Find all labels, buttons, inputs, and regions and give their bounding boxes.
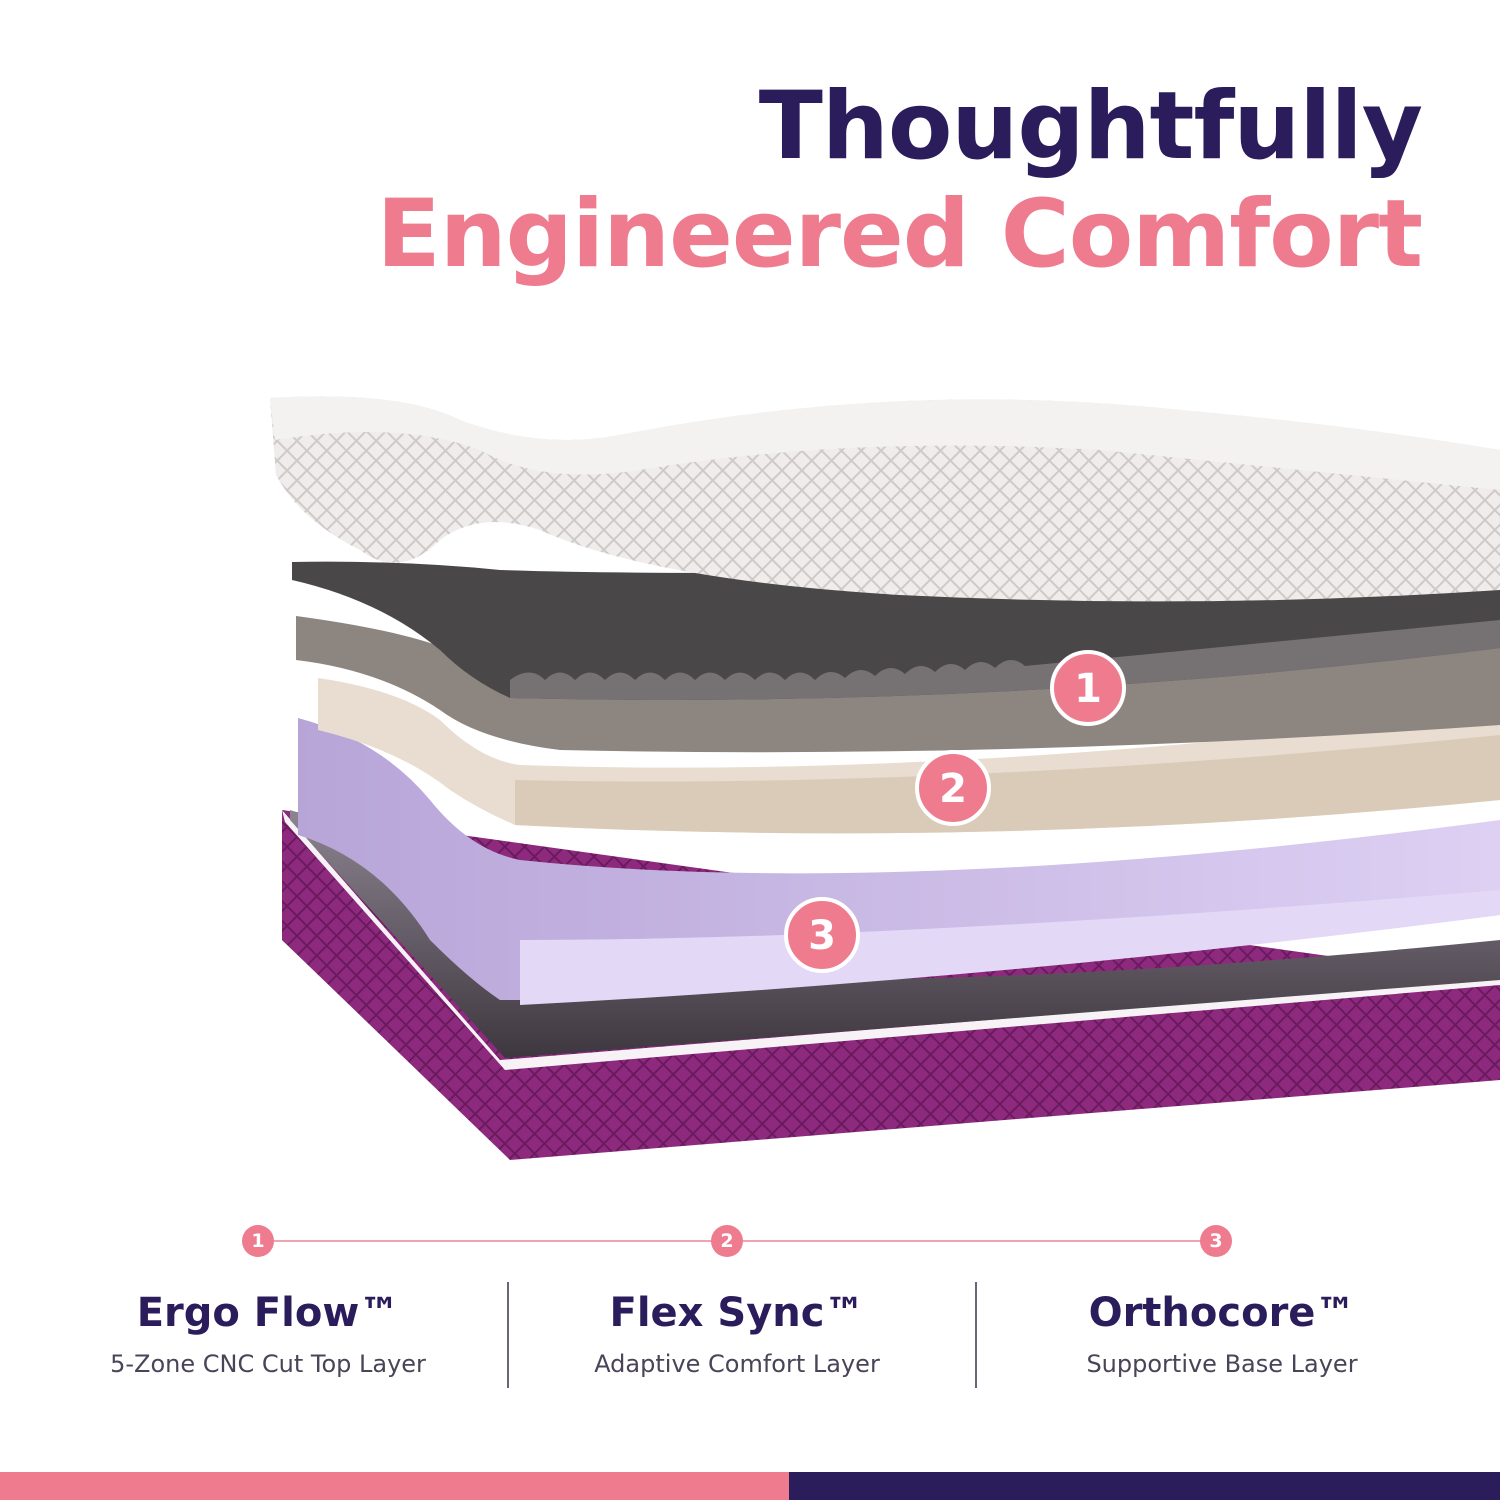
headline-line-1: Thoughtfully — [758, 72, 1423, 181]
feature-flex-sync: Flex Sync™ Adaptive Comfort Layer — [517, 1290, 957, 1378]
footer-bar-navy — [789, 1472, 1500, 1500]
feature-name: Orthocore™ — [1088, 1290, 1356, 1336]
feature-divider — [975, 1282, 977, 1388]
feature-description: Supportive Base Layer — [1086, 1350, 1358, 1378]
cream-layer — [318, 678, 1500, 834]
lavender-layer — [298, 718, 1500, 1005]
layer-marker-1-label: 1 — [1074, 666, 1102, 712]
feature-ergo-flow: Ergo Flow™ 5-Zone CNC Cut Top Layer — [48, 1290, 488, 1378]
layer-marker-1: 1 — [1050, 650, 1126, 726]
footer-bar-pink — [0, 1472, 789, 1500]
feature-name: Ergo Flow™ — [136, 1290, 400, 1336]
feature-orthocore: Orthocore™ Supportive Base Layer — [1002, 1290, 1442, 1378]
feature-description: Adaptive Comfort Layer — [594, 1350, 880, 1378]
headline-line-2: Engineered Comfort — [376, 180, 1423, 289]
feature-description: 5-Zone CNC Cut Top Layer — [110, 1350, 426, 1378]
timeline-dot-1: 1 — [242, 1225, 274, 1257]
layer-marker-3: 3 — [784, 897, 860, 973]
timeline-dot-2: 2 — [711, 1225, 743, 1257]
feature-divider — [507, 1282, 509, 1388]
top-knit-layer — [270, 396, 1500, 602]
feature-name: Flex Sync™ — [609, 1290, 865, 1336]
mattress-layers-illustration: 1 2 3 — [270, 396, 1500, 1160]
layer-marker-2: 2 — [915, 750, 991, 826]
layer-marker-3-label: 3 — [808, 913, 836, 959]
timeline-dot-3: 3 — [1200, 1225, 1232, 1257]
layer-marker-2-label: 2 — [939, 766, 967, 812]
